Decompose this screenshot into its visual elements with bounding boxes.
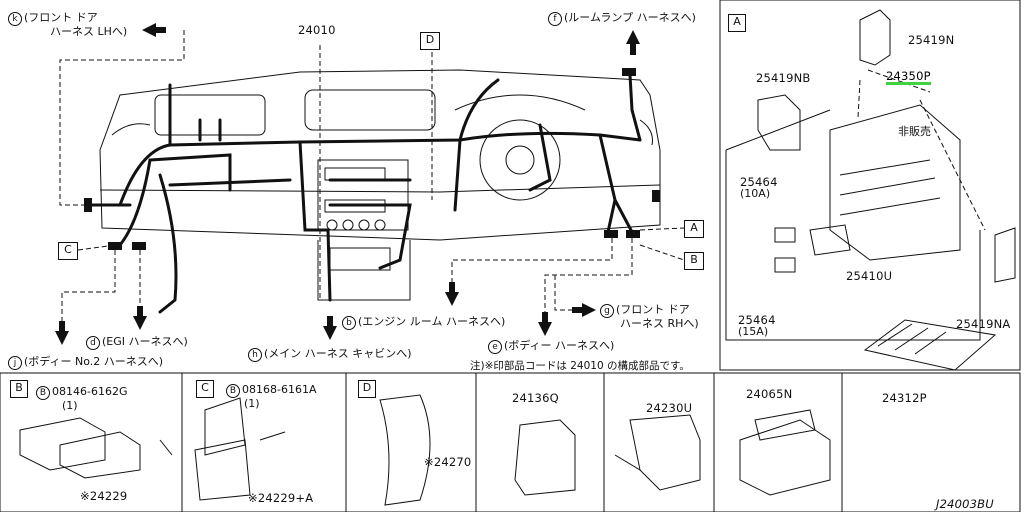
callout-f-text: (ルームランプ ハーネスへ)	[564, 11, 696, 24]
callout-b-letter: b	[342, 316, 356, 330]
callout-g: g(フロント ドア	[600, 304, 690, 318]
part-label-24312P: 24312P	[882, 391, 927, 405]
callout-h-letter: h	[248, 348, 262, 362]
panel-b-qty: (1)	[62, 399, 78, 412]
part-label-25410U: 25410U	[846, 269, 893, 283]
callout-k-line2: ハーネス LHへ)	[50, 25, 128, 38]
dashboard-outline	[99, 69, 661, 301]
callout-d-text: (EGI ハーネスへ)	[102, 335, 188, 348]
panel-c-qty: (1)	[244, 397, 260, 410]
box-c: C	[58, 242, 78, 260]
panel-b-bolt-number: 08146-6162G	[52, 385, 128, 398]
bottom-row-border	[0, 372, 1021, 512]
part-label-24010: 24010	[298, 23, 336, 37]
part-label-25464-15a-rating: (15A)	[738, 325, 769, 338]
part-label-25419NA: 25419NA	[956, 317, 1011, 331]
callout-j-letter: j	[8, 356, 22, 370]
callout-g-letter: g	[600, 304, 614, 318]
panel-d-part: ※24270	[424, 455, 472, 469]
callout-f: f(ルームランプ ハーネスへ)	[548, 12, 696, 26]
callout-k: k(フロント ドア	[8, 12, 98, 26]
part-label-25419NB: 25419NB	[756, 71, 811, 85]
bottom-parts	[19, 394, 831, 506]
panel-c-bolt-letter: B	[226, 384, 240, 398]
arrows	[55, 23, 640, 345]
part-label-25419N: 25419N	[908, 33, 955, 47]
panel-c-tag: C	[196, 380, 214, 398]
panel-c-bolt-number: 08168-6161A	[242, 383, 317, 396]
part-label-25464-10a-rating: (10A)	[740, 187, 771, 200]
callout-j-text: (ボディー No.2 ハーネスへ)	[24, 355, 164, 368]
panel-b-part: ※24229	[80, 489, 128, 503]
callout-h-text: (メイン ハーネス キャビンへ)	[264, 347, 412, 360]
leader-lines	[59, 30, 986, 330]
callout-d-letter: d	[86, 336, 100, 350]
panel-a-border	[719, 0, 1021, 371]
part-label-24350P: 24350P	[886, 69, 931, 85]
panel-b-bolt-letter: B	[36, 386, 50, 400]
panel-d-tag: D	[358, 380, 376, 398]
callout-g-line1: (フロント ドア	[616, 303, 690, 316]
callout-e-letter: e	[488, 340, 502, 354]
callout-e-text: (ボディー ハーネスへ)	[504, 339, 615, 352]
diagram-code: J24003BU	[936, 497, 994, 511]
note-text: 注)※印部品コードは 24010 の構成部品です。	[470, 360, 690, 372]
box-d: D	[420, 32, 440, 50]
part-label-25464-15a: 25464	[738, 313, 776, 327]
box-b: B	[684, 252, 704, 270]
connectors	[84, 68, 660, 250]
callout-h: h(メイン ハーネス キャビンへ)	[248, 348, 412, 362]
callout-b-text: (エンジン ルーム ハーネスへ)	[358, 315, 506, 328]
part-label-24065N: 24065N	[746, 387, 793, 401]
part-label-25464-10a: 25464	[740, 175, 778, 189]
callout-k-line1: (フロント ドア	[24, 11, 98, 24]
callout-g-line2: ハーネス RHへ)	[620, 317, 699, 330]
callout-e: e(ボディー ハーネスへ)	[488, 340, 614, 354]
callout-f-letter: f	[548, 12, 562, 26]
box-a: A	[684, 220, 704, 238]
callout-k-letter: k	[8, 12, 22, 26]
callout-j: j(ボディー No.2 ハーネスへ)	[8, 356, 163, 370]
callout-b: b(エンジン ルーム ハーネスへ)	[342, 316, 505, 330]
part-label-24230U: 24230U	[646, 401, 693, 415]
part-label-24136Q: 24136Q	[512, 391, 559, 405]
panel-c-part: ※24229+A	[248, 491, 314, 505]
panel-b-tag: B	[10, 380, 28, 398]
wire-harness	[86, 73, 642, 314]
not-for-sale-label: 非販売	[898, 125, 931, 138]
callout-d: d(EGI ハーネスへ)	[86, 336, 188, 350]
panel-a-parts	[725, 9, 1016, 371]
panel-a-tag: A	[728, 14, 746, 32]
